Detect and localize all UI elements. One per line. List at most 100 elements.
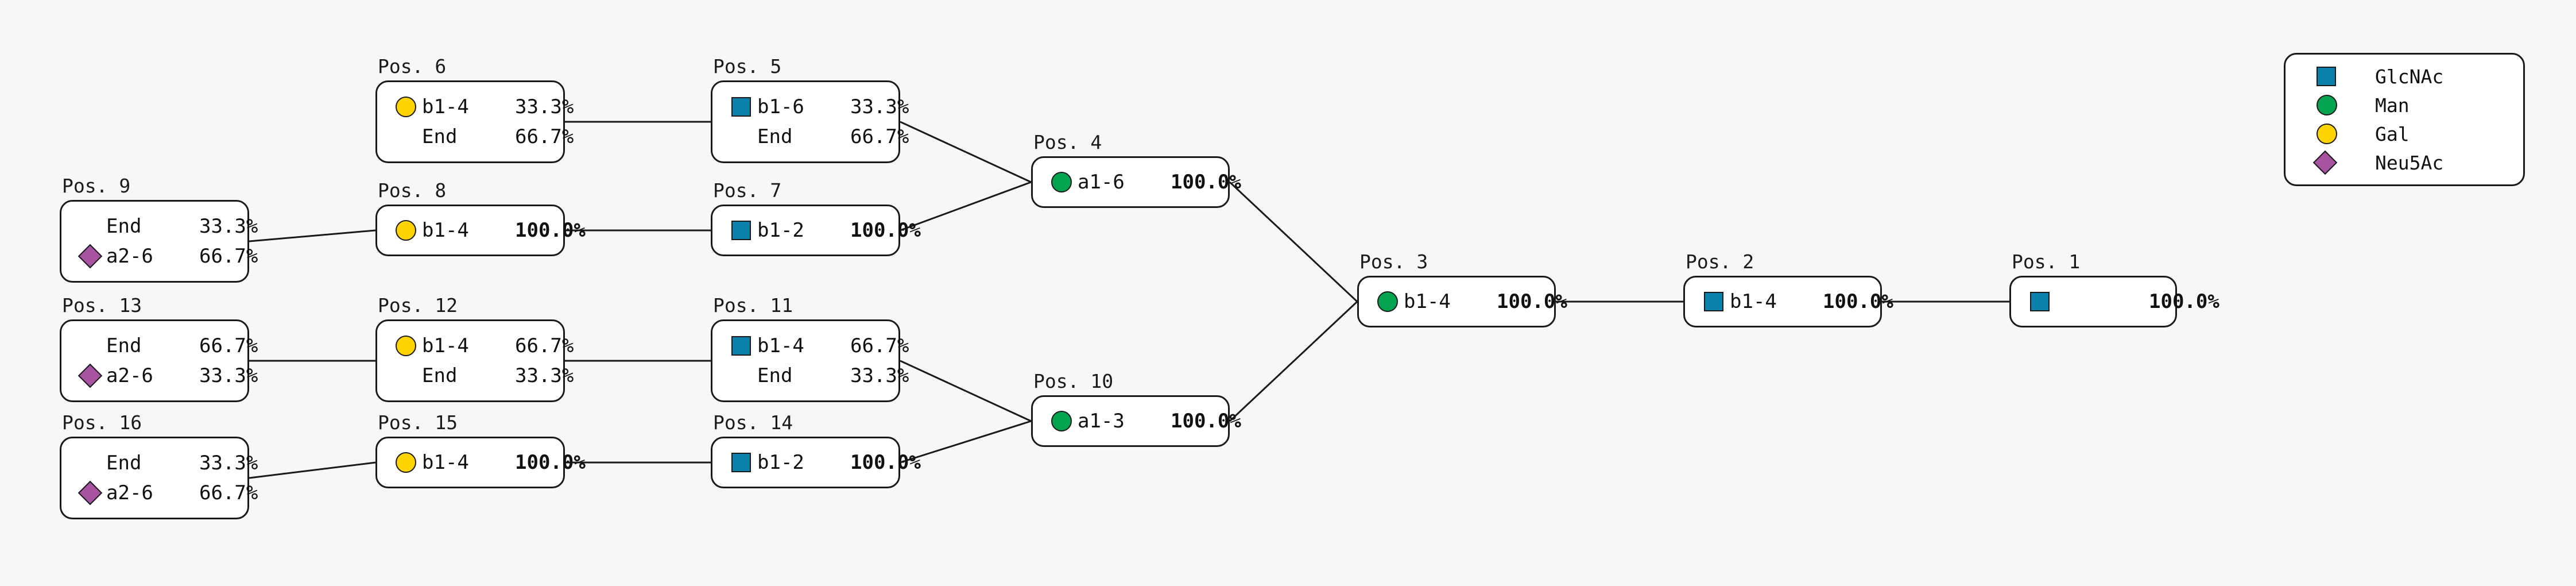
residue-glyph	[390, 452, 422, 473]
glcnac-square-icon	[2317, 67, 2336, 86]
percent-value: 33.3%	[199, 452, 258, 475]
percent-value: 100.0%	[1171, 171, 1241, 194]
gal-circle-icon	[2317, 124, 2337, 144]
node-caption-pos2: Pos. 2	[1686, 250, 1754, 273]
residue-glyph	[1698, 292, 1730, 311]
node-caption-pos7: Pos. 7	[713, 179, 782, 202]
node-caption-pos10: Pos. 10	[1033, 370, 1114, 392]
residue-glyph	[2024, 292, 2056, 311]
node-pos1[interactable]: 100.0%	[2009, 276, 2219, 327]
percent-value: 100.0%	[515, 219, 586, 242]
node-caption-pos15: Pos. 15	[378, 411, 458, 434]
neu5ac-diamond-icon	[78, 480, 103, 506]
glcnac-square-icon	[2030, 292, 2050, 311]
linkage-label: a2-6	[106, 364, 153, 387]
edge-pos11-to-pos10	[900, 360, 1032, 422]
node-caption-pos3: Pos. 3	[1359, 250, 1428, 273]
linkage-label: End	[757, 364, 793, 387]
percent-value: 66.7%	[515, 125, 574, 148]
linkage-label: b1-4	[422, 451, 469, 474]
linkage-label: b1-4	[422, 334, 469, 357]
edge-pos10-to-pos3	[1229, 300, 1358, 422]
node-pos10[interactable]: a1-3 100.0%	[1031, 395, 1241, 447]
linkage-label: a1-3	[1078, 410, 1125, 433]
linkage-label: b1-2	[757, 451, 804, 474]
residue-glyph	[74, 244, 106, 269]
node-row: End 33.3%	[712, 361, 909, 391]
man-circle-icon	[1377, 291, 1398, 312]
node-caption-pos12: Pos. 12	[378, 294, 458, 317]
legend-item-glcnac: GlcNAc	[2317, 62, 2523, 91]
legend-glyph	[2317, 124, 2352, 144]
linkage-label: a2-6	[106, 245, 153, 268]
linkage-label: a2-6	[106, 481, 153, 504]
legend-label: Man	[2375, 94, 2410, 117]
percent-value: 33.3%	[515, 95, 574, 118]
residue-glyph	[725, 221, 757, 240]
percent-value: 100.0%	[1171, 410, 1241, 433]
legend-label: Gal	[2375, 122, 2410, 145]
gal-circle-icon	[396, 97, 416, 117]
linkage-label: End	[757, 125, 793, 148]
percent-value: 100.0%	[1497, 290, 1567, 313]
node-pos8[interactable]: b1-4 100.0%	[375, 205, 586, 256]
linkage-label: End	[106, 452, 142, 475]
gal-circle-icon	[396, 452, 416, 473]
node-caption-pos14: Pos. 14	[713, 411, 793, 434]
neu5ac-diamond-icon	[2312, 150, 2338, 175]
linkage-label: End	[422, 125, 458, 148]
legend-label: GlcNAc	[2375, 65, 2444, 88]
percent-value: 33.3%	[850, 95, 909, 118]
edge-pos16-to-pos15	[249, 461, 376, 479]
node-row: 100.0%	[2011, 287, 2219, 317]
linkage-label: b1-4	[422, 219, 469, 242]
legend-item-neu5ac: Neu5Ac	[2312, 148, 2523, 177]
linkage-label: End	[422, 364, 458, 387]
residue-glyph	[725, 97, 757, 117]
glcnac-square-icon	[731, 97, 751, 117]
linkage-label: b1-4	[1404, 290, 1451, 313]
residue-glyph	[390, 336, 422, 356]
legend-label: Neu5Ac	[2375, 151, 2444, 174]
node-pos3[interactable]: b1-4 100.0%	[1357, 276, 1567, 327]
edge-pos5-to-pos4	[900, 121, 1032, 183]
percent-value: 66.7%	[199, 334, 258, 357]
residue-glyph	[74, 480, 106, 506]
node-row: a2-6 33.3%	[61, 361, 258, 391]
percent-value: 66.7%	[850, 334, 909, 357]
node-row: End 33.3%	[61, 448, 258, 478]
percent-value: 33.3%	[199, 364, 258, 387]
residue-glyph	[725, 336, 757, 356]
man-circle-icon	[2317, 95, 2337, 115]
edge-pos9-to-pos8	[249, 229, 376, 242]
percent-value: 33.3%	[850, 364, 909, 387]
residue-glyph	[74, 363, 106, 388]
residue-glyph	[390, 220, 422, 241]
